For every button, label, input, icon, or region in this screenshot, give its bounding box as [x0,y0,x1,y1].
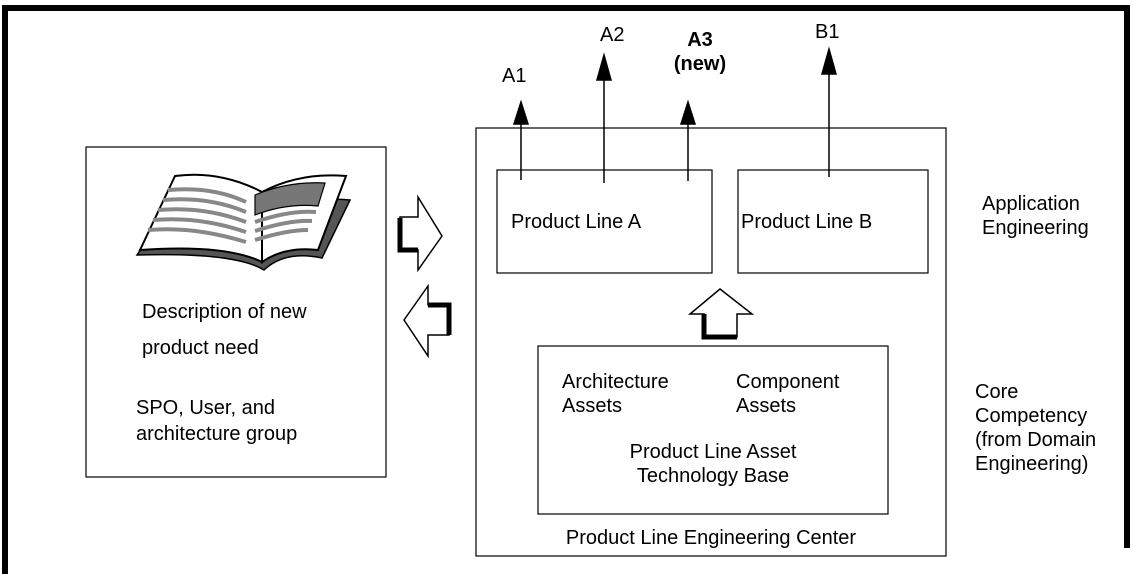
customer-group-line-1: SPO, User, and [136,397,275,419]
application-engineering-line-1: Application [982,193,1080,215]
application-engineering-line-2: Engineering [982,217,1089,239]
core-competency-line-3: (from Domain [975,429,1097,451]
asset-base-line-2: Technology Base [636,465,790,487]
product-a1-label: A1 [502,65,527,87]
core-competency-line-4: Engineering) [975,453,1089,475]
core-competency-line-2: Competency [975,405,1088,427]
product-line-a-label: Product Line A [511,211,642,233]
application-engineering-label: Application Engineering [982,192,1089,240]
asset-base-line-1: Product Line Asset [629,441,797,463]
book-icon [135,173,352,271]
engineering-center-box [475,127,947,557]
product-arrows [512,46,837,183]
product-a3-note: (new) [673,53,727,75]
customer-box [85,146,387,478]
component-assets-line-2: Assets [736,395,797,417]
component-assets-label: Component Assets [736,370,839,418]
customer-group: SPO, User, and architecture group [136,395,297,447]
product-b1-label: B1 [815,21,840,43]
flow-arrow-right [399,194,443,273]
product-line-b-label: Product Line B [741,211,873,233]
engineering-center-title: Product Line Engineering Center [565,527,857,549]
architecture-assets-label: Architecture Assets [562,370,669,418]
component-assets-line-1: Component [736,371,840,393]
architecture-assets-line-2: Assets [562,395,623,417]
product-line-b-box [737,169,929,274]
flow-arrow-up [687,288,755,338]
architecture-assets-line-1: Architecture [562,371,669,393]
core-competency-line-1: Core [975,381,1019,403]
product-a3-name: A3 [687,29,713,51]
outer-frame [2,5,1130,574]
product-a3-label: A3 (new) [660,28,740,76]
asset-base-label: Product Line Asset Technology Base [563,440,863,488]
product-a2-label: A2 [600,24,625,46]
flow-arrow-left [403,283,450,359]
core-competency-label: Core Competency (from Domain Engineering… [975,380,1096,476]
customer-group-line-2: architecture group [136,423,298,445]
asset-base-box [537,345,889,515]
customer-description-line-2: product need [142,337,259,359]
customer-description: Description of new product need [142,294,307,366]
customer-description-line-1: Description of new [142,301,307,323]
